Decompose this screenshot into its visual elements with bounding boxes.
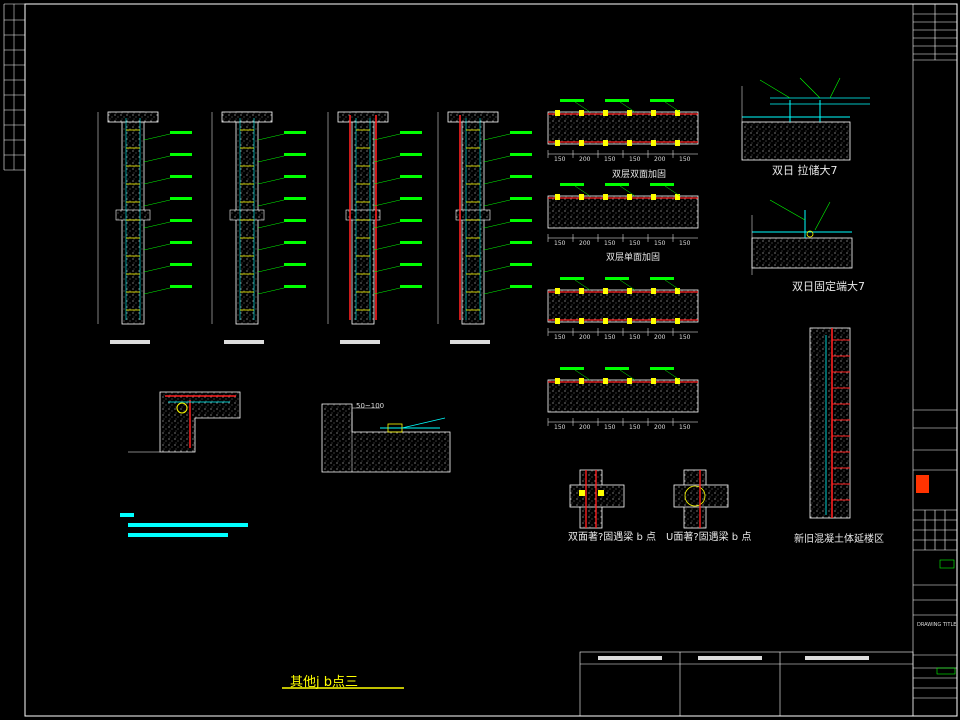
slab-dim-label: 200 [654, 424, 666, 431]
slab-dim-label: 150 [629, 240, 641, 247]
label-dual-double: 双面著?固遇梁 b 点 [568, 532, 657, 543]
label-single-double: U面著?固遇梁 b 点 [666, 532, 752, 543]
slab-dim-label: 150 [629, 156, 641, 163]
slab-dim-label: 150 [604, 334, 616, 341]
label-dual-fixed-end: 双日固定端大7 [792, 280, 865, 293]
slab-dim-label: 150 [679, 424, 691, 431]
node-detail-right [673, 469, 729, 529]
slab-dim-label: 150 [554, 424, 566, 431]
sheet-title: 其他j b点三 [290, 675, 358, 690]
wall-section-1 [97, 111, 192, 344]
slab-dim-label: 150 [554, 334, 566, 341]
bottom-strip-text [598, 656, 869, 660]
wall-section-4 [437, 111, 532, 344]
fixed-end-detail [751, 199, 853, 275]
wall-section-3 [327, 111, 422, 344]
corner-detail [128, 391, 241, 453]
slab-panel-4: 150 200 150 150 200 150 [547, 367, 699, 431]
anchor-detail [741, 77, 870, 161]
slab-dim-label: 150 [629, 334, 641, 341]
label-dual-anchor: 双日 拉储大7 [772, 164, 838, 177]
slab-dim-label: 150 [629, 424, 641, 431]
label-dimension: 50~100 [356, 402, 385, 410]
title-block [912, 4, 957, 716]
slab-dim-label: 150 [679, 156, 691, 163]
slab-dim-label: 150 [654, 240, 666, 247]
left-margin-grid [4, 4, 25, 171]
title-block-label: DRAWING TITLE [917, 622, 957, 628]
slab-dim-label: 200 [579, 156, 591, 163]
bottom-title-strip [579, 651, 914, 717]
wall-sections [97, 111, 532, 344]
ledge-detail [321, 403, 451, 473]
slab-dim-label: 150 [604, 156, 616, 163]
slab-panel-3: 150 200 150 150 200 150 [547, 277, 699, 341]
label-old-new-concrete: 新旧混凝土体延楼区 [794, 534, 884, 545]
slab-dim-label: 200 [654, 156, 666, 163]
slab-dim-label: 150 [679, 240, 691, 247]
slab-dim-label: 200 [579, 424, 591, 431]
slab-dim-label: 150 [679, 334, 691, 341]
slab-panel-2: 150 200 150 150 150 150 [547, 183, 699, 247]
slab-dim-label: 150 [604, 240, 616, 247]
slab-panels: 150 200 150 150 200 150 150 200 150 150 150 150 150 2… [547, 99, 699, 431]
notes-block [120, 513, 248, 537]
label-panel-2: 双层单面加固 [606, 253, 661, 263]
node-detail-left [569, 469, 625, 529]
old-new-concrete-detail [809, 327, 851, 519]
wall-section-2 [211, 111, 306, 344]
slab-dim-label: 150 [554, 156, 566, 163]
sheet-border [24, 3, 958, 717]
slab-panel-1: 150 200 150 150 200 150 [547, 99, 699, 163]
label-panel-1: 双层双面加固 [612, 170, 667, 180]
slab-dim-label: 200 [579, 334, 591, 341]
slab-dim-label: 150 [604, 424, 616, 431]
logo-mark [916, 475, 929, 493]
slab-dim-label: 200 [579, 240, 591, 247]
slab-dim-label: 150 [554, 240, 566, 247]
slab-dim-label: 200 [654, 334, 666, 341]
